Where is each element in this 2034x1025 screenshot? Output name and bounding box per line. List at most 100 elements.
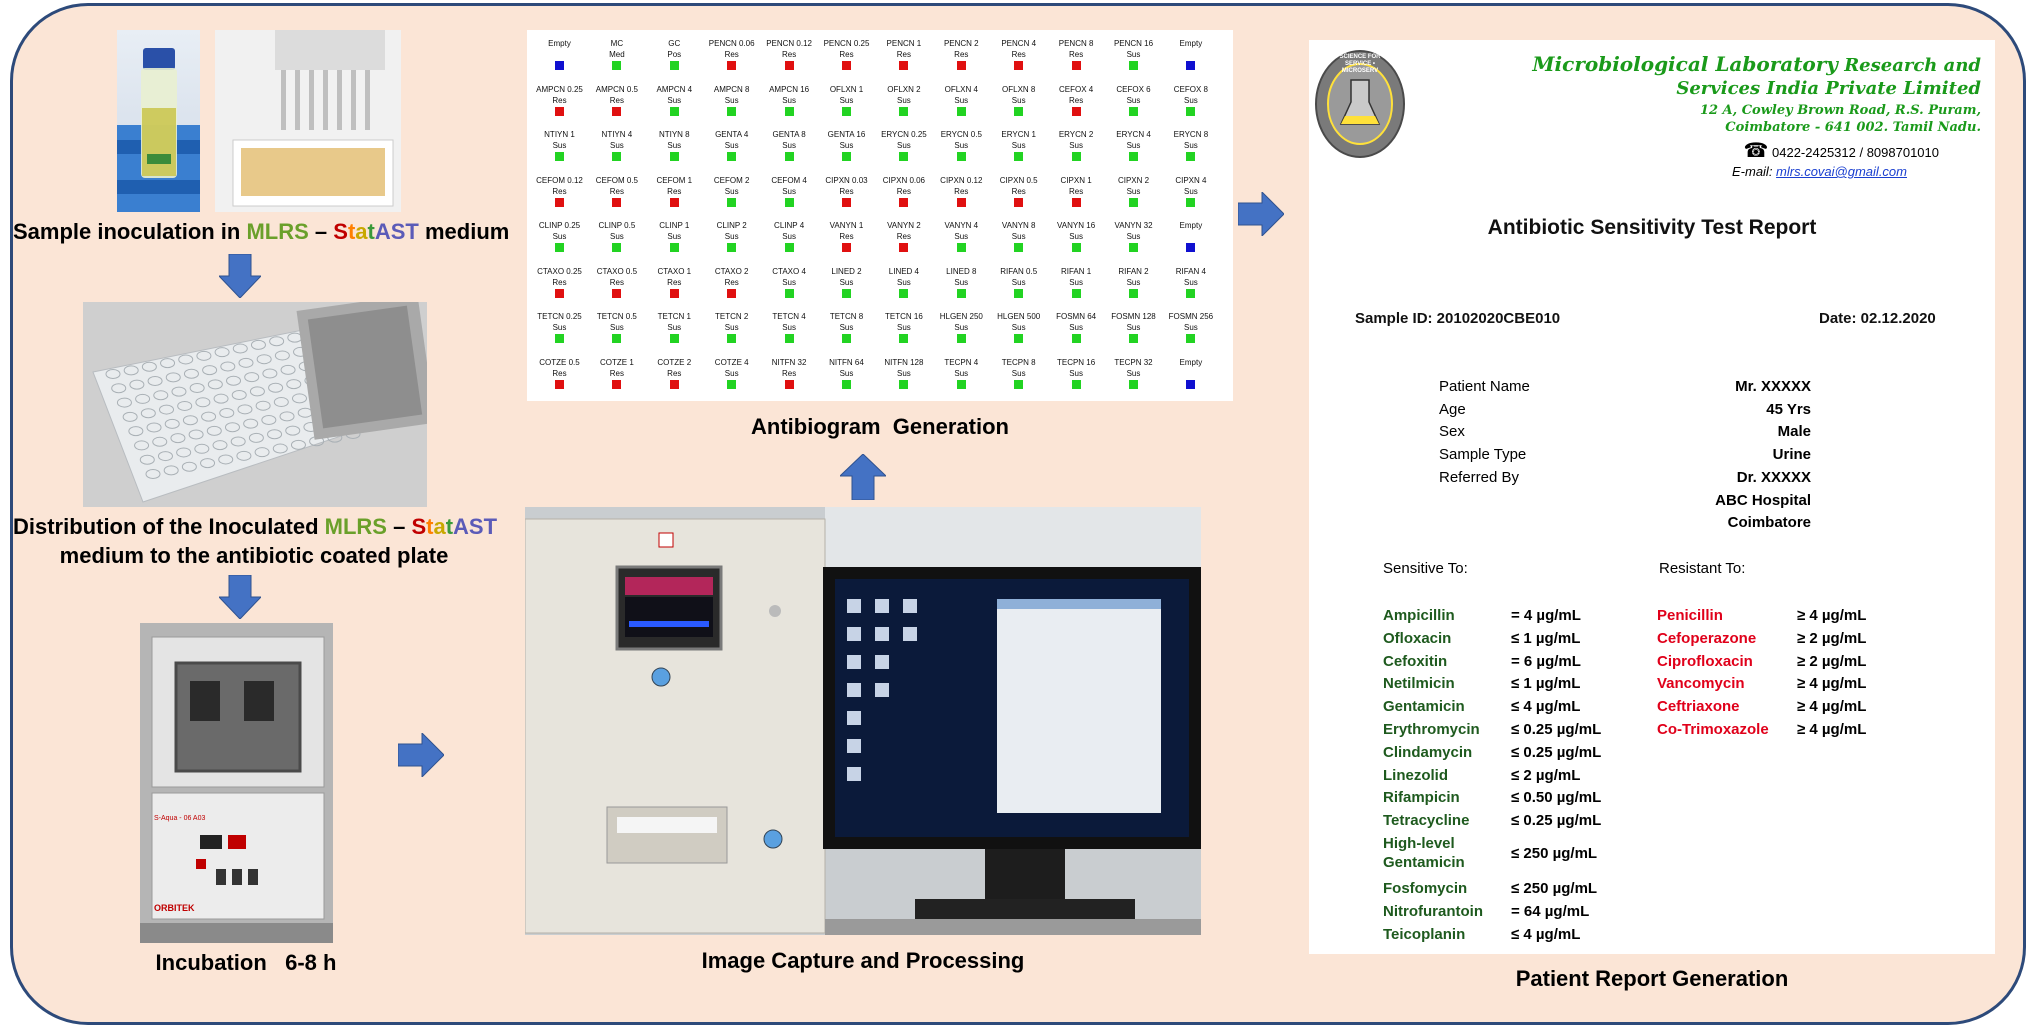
sensitive-antibiotic: Netilmicin xyxy=(1383,675,1455,693)
well-color-marker xyxy=(669,106,679,116)
well-result: Res xyxy=(839,232,854,241)
well-result xyxy=(1162,231,1219,242)
resistant-antibiotic: Cefoperazone xyxy=(1657,629,1757,647)
patient-field-value: 45 Yrs xyxy=(1766,400,1811,418)
well-color-marker xyxy=(1129,197,1138,207)
well-color-marker xyxy=(784,152,794,161)
well-color-marker xyxy=(727,379,737,389)
well-result xyxy=(1162,368,1219,379)
well-label: CLINP 0.25 xyxy=(538,221,581,230)
well-color-marker xyxy=(669,61,679,70)
well-result: Sus xyxy=(724,323,739,332)
phone-icon: ☎ xyxy=(1743,140,1769,162)
sensitive-mic-value: ≤ 0.25 µg/mL xyxy=(1511,721,1602,738)
step2-stat-t: t xyxy=(426,514,434,539)
resistant-mic-value: ≥ 2 µg/mL xyxy=(1797,629,1867,647)
well-label: FOSMN 64 xyxy=(1056,312,1097,321)
patient-field-label: Patient Name xyxy=(1439,378,1530,395)
well-label: HLGEN 500 xyxy=(997,312,1041,321)
step1-caption: Sample inoculation in MLRS – StatAST med… xyxy=(13,219,509,245)
well-color-marker xyxy=(899,61,909,70)
well-result: Sus xyxy=(1126,95,1141,105)
well-label: CIPXN 1 xyxy=(1060,175,1092,185)
sensitive-mic-value: ≤ 0.25 µg/mL xyxy=(1511,743,1602,761)
sensitive-mic-value: ≤ 250 µg/mL xyxy=(1511,880,1598,897)
well-label: TECPN 8 xyxy=(1001,357,1036,367)
well-color-marker xyxy=(612,106,622,116)
sensitive-antibiotic: Linezolid xyxy=(1383,766,1448,784)
well-result: Res xyxy=(609,368,624,378)
lab-logo: SCIENCE FOR SERVICE • MICROSERV xyxy=(1315,50,1405,158)
well-color-marker xyxy=(555,334,564,343)
well-label: TETCN 1 xyxy=(657,312,691,321)
well-result: Sus xyxy=(1011,232,1026,241)
well-color-marker xyxy=(555,243,564,252)
well-label: TETCN 0.25 xyxy=(537,312,582,321)
well-result: Med xyxy=(609,50,625,59)
well-label: CIPXN 0.5 xyxy=(999,175,1038,185)
step1-stat-t: t xyxy=(347,219,356,244)
well-result: Sus xyxy=(667,323,682,332)
well-label: CEFOM 2 xyxy=(713,175,750,185)
well-label: TETCN 0.5 xyxy=(596,312,637,321)
patient-report: SCIENCE FOR SERVICE • MICROSERV Microbio… xyxy=(1309,40,1995,954)
well-result: Sus xyxy=(1183,186,1198,196)
well-result: Sus xyxy=(954,323,969,332)
resistant-mic-value: ≥ 4 µg/mL xyxy=(1797,721,1867,738)
arrow-right-1-icon xyxy=(398,733,444,777)
well-label: CLINP 0.5 xyxy=(598,221,636,230)
well-color-marker xyxy=(727,243,737,252)
well-result: Sus xyxy=(896,368,911,378)
well-result: Sus xyxy=(552,141,567,150)
well-color-marker xyxy=(899,197,909,207)
well-label: GC xyxy=(668,39,681,48)
well-label: ERYCN 1 xyxy=(1001,130,1036,139)
well-color-marker xyxy=(784,61,794,70)
step2-mlrs: MLRS xyxy=(324,514,387,539)
email-link[interactable]: mlrs.covai@gmail.com xyxy=(1776,164,1907,179)
well-label: VANYN 8 xyxy=(1001,221,1036,230)
step1-stat-ast: AST xyxy=(374,219,419,244)
well-result: Sus xyxy=(839,277,854,287)
well-result: Res xyxy=(896,232,911,241)
well-result: Res xyxy=(1068,186,1084,196)
well-color-marker xyxy=(727,288,737,298)
well-label: PENCN 1 xyxy=(886,39,922,48)
well-label: CLINP 2 xyxy=(716,221,747,230)
well-color-marker xyxy=(784,197,794,207)
well-result: Res xyxy=(1068,95,1084,105)
well-color-marker xyxy=(1186,288,1196,298)
sensitive-mic-value: ≤ 0.50 µg/mL xyxy=(1511,789,1602,807)
well-result: Sus xyxy=(839,323,854,332)
lab-address-1: 12 A, Cowley Brown Road, R.S. Puram, xyxy=(1699,103,1981,118)
well-result: Sus xyxy=(782,186,796,196)
well-label: TETCN 4 xyxy=(772,312,806,321)
well-result: Sus xyxy=(552,323,567,332)
step2-dash: – xyxy=(386,514,412,539)
well-result: Sus xyxy=(1069,277,1083,287)
step1-stat-a: a xyxy=(355,219,368,244)
well-label: RIFAN 4 xyxy=(1175,266,1206,276)
antibiogram-well: VANYN 8 Sus xyxy=(990,220,1047,252)
well-color-marker xyxy=(1071,61,1081,70)
well-color-marker xyxy=(899,334,909,343)
well-label: MC xyxy=(610,39,624,48)
multichannel-pipette-photo xyxy=(215,30,401,212)
well-result: Res xyxy=(839,50,854,59)
well-result: Sus xyxy=(1126,368,1141,378)
well-color-marker xyxy=(669,288,679,298)
